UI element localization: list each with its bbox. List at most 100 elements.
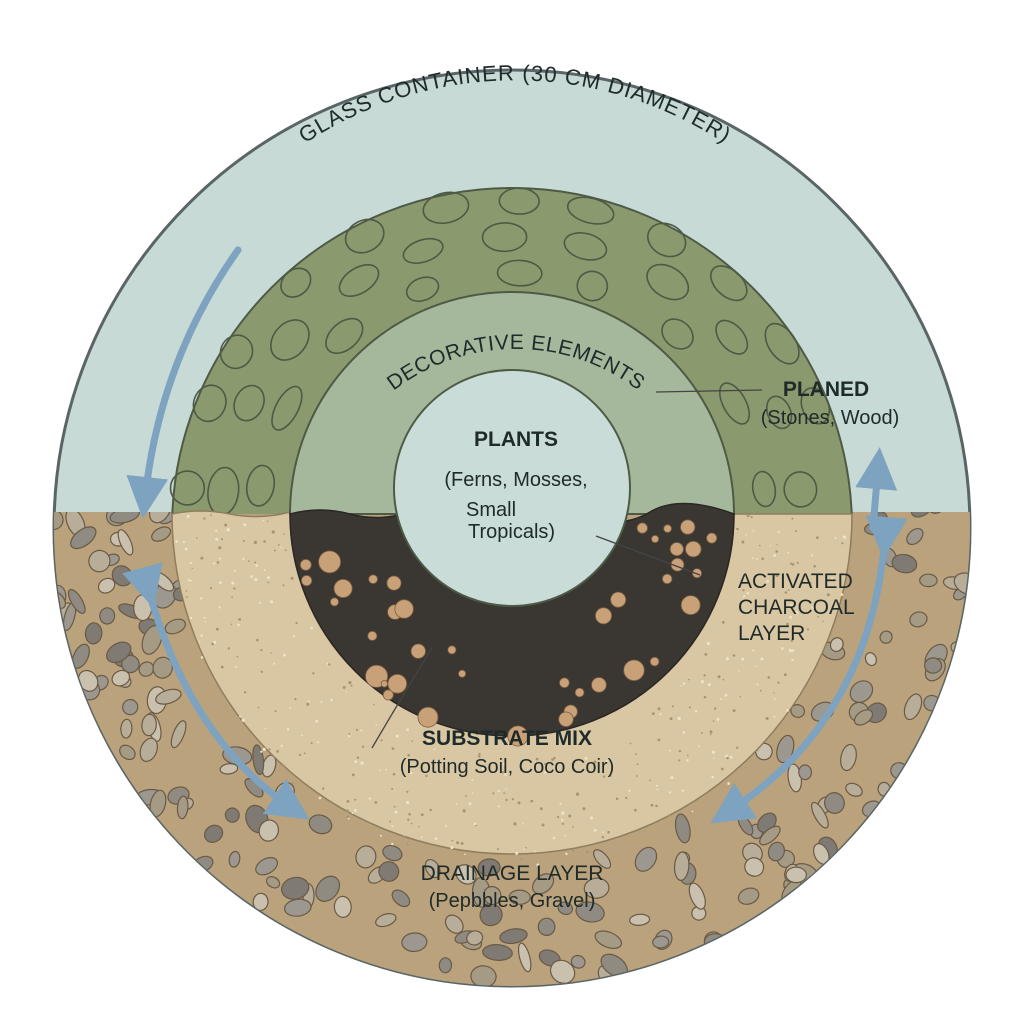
sand-grain: [330, 698, 333, 702]
sand-grain: [707, 683, 711, 687]
sand-grain: [843, 535, 847, 539]
sand-grain: [481, 767, 485, 770]
sand-grain: [468, 802, 472, 806]
sand-grain: [750, 516, 753, 519]
leader-substrate: [371, 647, 433, 749]
sand-grain: [276, 750, 279, 753]
sand-grain: [375, 724, 378, 726]
sand-grain: [406, 801, 410, 805]
sand-grain: [722, 678, 725, 681]
sand-grain: [462, 809, 466, 813]
sand-grain: [471, 778, 474, 781]
sand-grain: [744, 767, 746, 769]
sand-grain: [270, 600, 274, 604]
sand-grain: [267, 576, 271, 580]
pebble: [483, 885, 502, 906]
sand-grain: [615, 797, 619, 801]
plants-line2: Small: [466, 499, 516, 521]
sand-grain: [473, 822, 477, 826]
charcoal-granule: [380, 680, 389, 688]
pebble: [924, 657, 943, 674]
sand-grain: [350, 684, 353, 687]
sand-grain: [374, 801, 378, 804]
sand-grain: [248, 560, 250, 562]
sand-grain: [497, 789, 501, 793]
sand-grain: [700, 680, 705, 684]
sand-grain: [505, 798, 508, 802]
sand-grain: [575, 792, 580, 796]
pebble: [909, 611, 928, 628]
sand-grain: [711, 775, 714, 779]
charcoal-granule: [662, 573, 673, 585]
sand-grain: [271, 530, 275, 534]
sand-grain: [215, 537, 219, 541]
pebble: [382, 844, 403, 862]
moss-stone: [280, 267, 312, 298]
moss-stone: [496, 259, 543, 287]
sand-grain: [289, 706, 292, 709]
sand-grain: [767, 676, 771, 679]
sand-grain: [360, 761, 364, 765]
sand-grain: [564, 834, 566, 837]
sand-grain: [703, 674, 706, 677]
sand-grain: [519, 853, 522, 856]
sand-grain: [282, 584, 285, 587]
charcoal-line1: ACTIVATED: [738, 570, 853, 593]
charcoal-granule: [651, 535, 660, 544]
pebble: [517, 942, 532, 973]
sand-grain: [586, 850, 589, 854]
sand-grain: [389, 820, 391, 823]
sand-grain: [759, 544, 761, 547]
moss-stone: [405, 276, 440, 303]
charcoal-granule: [680, 519, 696, 535]
moss-stone: [233, 384, 265, 422]
charcoal-granule: [559, 677, 570, 689]
sand-grain: [290, 576, 294, 580]
sand-grain: [678, 759, 681, 762]
sand-grain: [346, 815, 350, 819]
sand-grain: [210, 514, 212, 517]
sand-grain: [471, 792, 474, 794]
sand-grain: [669, 749, 671, 752]
sand-grain: [242, 557, 245, 561]
sand-grain: [544, 770, 547, 774]
sand-grain: [657, 738, 661, 742]
charcoal-granule: [595, 607, 613, 625]
sand-grain: [732, 709, 736, 713]
sand-grain: [213, 640, 217, 644]
sand-grain: [773, 554, 776, 557]
pebble: [255, 856, 279, 876]
pebble: [355, 845, 377, 869]
sand-grain: [732, 654, 736, 657]
charcoal-granule: [458, 669, 467, 678]
plants-title: PLANTS: [474, 428, 558, 451]
sand-grain: [834, 537, 837, 539]
sand-grain: [682, 682, 686, 685]
sand-grain: [625, 796, 628, 800]
sand-grain: [264, 727, 267, 730]
sand-grain: [226, 528, 230, 532]
sand-grain: [407, 818, 410, 821]
sand-grain: [756, 683, 759, 686]
plants-line3: Tropicals): [468, 521, 555, 543]
pebble: [688, 882, 706, 910]
sand-grain: [204, 620, 206, 623]
sand-grain: [677, 716, 681, 721]
sand-grain: [745, 534, 747, 536]
moss-stone: [661, 318, 694, 350]
pebble: [470, 965, 497, 986]
sand-grain: [295, 622, 298, 625]
sand-grain: [796, 561, 799, 564]
sand-grain: [445, 825, 447, 827]
sand-grain: [775, 550, 778, 553]
sand-grain: [609, 774, 612, 777]
sand-grain: [686, 759, 689, 762]
sand-grain: [200, 556, 204, 560]
sand-grain: [694, 710, 698, 713]
sand-grain: [714, 707, 717, 710]
sand-grain: [582, 807, 586, 811]
sand-grain: [425, 774, 428, 778]
sand-grain: [351, 773, 355, 777]
pebble: [444, 914, 464, 934]
sand-grain: [561, 818, 564, 822]
